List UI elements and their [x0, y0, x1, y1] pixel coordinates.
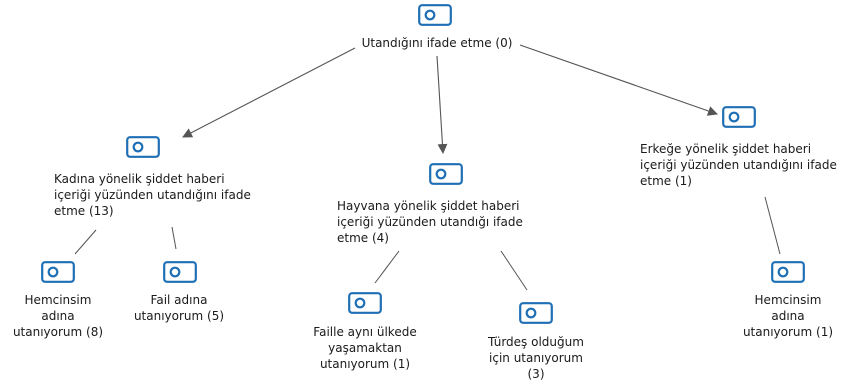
edge-root-animal — [436, 55, 448, 154]
animal-same-country-label: Faille aynı ülkede yaşamaktan utanıyorum… — [313, 325, 417, 371]
men-same-sex-label: Hemcinsim adına utanıyorum (1) — [742, 293, 834, 339]
men-code-icon[interactable] — [722, 106, 756, 128]
edge-animal-country — [374, 250, 400, 284]
women-label: Kadına yönelik şiddet haberi içeriği yüz… — [54, 172, 251, 218]
edge-women-perpetrator — [171, 226, 177, 250]
women-code-icon[interactable] — [126, 136, 160, 158]
edge-men-samesex — [764, 196, 781, 255]
edge-root-women — [182, 47, 356, 138]
root-code-icon[interactable] — [418, 4, 452, 26]
women-same-sex-code-icon[interactable] — [41, 261, 75, 283]
edge-women-samesex — [74, 229, 97, 255]
women-perpetrator-code-icon[interactable] — [163, 261, 197, 283]
animal-same-species-code-icon[interactable] — [519, 302, 553, 324]
animal-same-species-label: Türdeş olduğum için utanıyorum (3) — [488, 335, 584, 381]
women-same-sex-label: Hemcinsim adına utanıyorum (8) — [12, 293, 104, 339]
edge-root-men — [519, 44, 718, 116]
men-same-sex-code-icon[interactable] — [771, 261, 805, 283]
edge-animal-species — [500, 250, 528, 291]
animal-same-country-code-icon[interactable] — [348, 292, 382, 314]
animal-label: Hayvana yönelik şiddet haberi içeriği yü… — [337, 199, 523, 245]
root-label: Utandığını ifade etme (0) — [361, 36, 513, 50]
women-perpetrator-label: Fail adına utanıyorum (5) — [133, 293, 225, 323]
men-label: Erkeğe yönelik şiddet haberi içeriği yüz… — [640, 142, 837, 188]
animal-code-icon[interactable] — [429, 163, 463, 185]
